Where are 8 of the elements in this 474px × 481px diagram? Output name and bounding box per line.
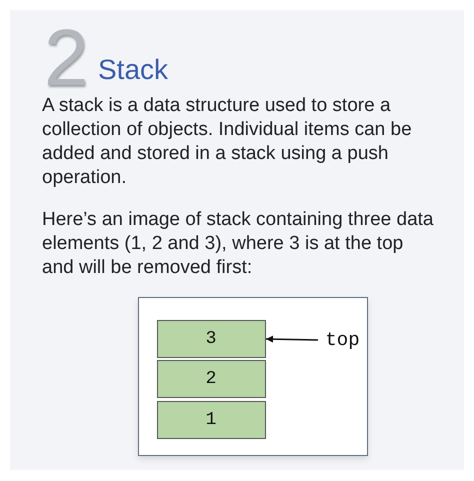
- stack-cell: 3: [156, 320, 266, 358]
- stack-frame: [138, 297, 368, 456]
- heading: Stack: [98, 53, 168, 87]
- arrow: [266, 336, 318, 343]
- stack-cell: 1: [156, 400, 266, 438]
- stack-cell: 2: [156, 360, 266, 398]
- pointer-label: top: [318, 324, 368, 354]
- paragraph: Here’s an image of stack containing three data elements (1, 2 and 3), where 3 is at the top and will be removed first:: [42, 208, 434, 280]
